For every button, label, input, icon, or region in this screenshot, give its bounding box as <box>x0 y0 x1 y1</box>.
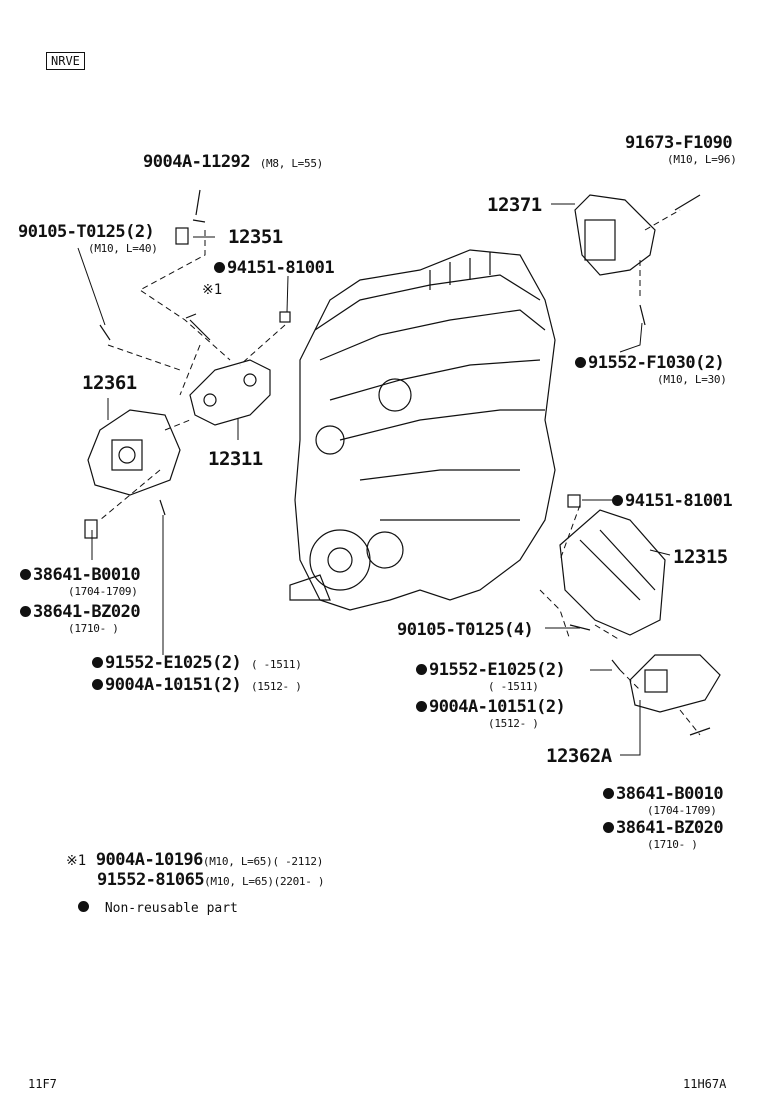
part-label-94151-81001-b[interactable]: 94151-81001 <box>612 491 733 511</box>
part-number: 38641-BZ020 <box>616 818 724 838</box>
part-number: 38641-BZ020 <box>33 602 141 622</box>
footnote-part-number: 91552-81065 <box>97 870 205 890</box>
part-label-38641-b0010-a[interactable]: 38641-B0010 (1704-1709) <box>20 565 141 598</box>
non-reusable-dot-icon <box>92 657 103 668</box>
footnote-spec: (M10, L=65)(2201- ) <box>204 875 325 888</box>
part-label-12361[interactable]: 12361 <box>82 372 137 394</box>
part-spec: (1512- ) <box>250 680 302 693</box>
part-label-9004a-10151-2-b[interactable]: 9004A-10151(2) (1512- ) <box>416 697 566 730</box>
non-reusable-dot-icon <box>78 901 89 912</box>
non-reusable-dot-icon <box>20 569 31 580</box>
part-spec: (M8, L=55) <box>259 157 324 170</box>
bracket-12315 <box>559 509 666 636</box>
part-label-90105-t0125-4[interactable]: 90105-T0125(4) <box>397 620 534 640</box>
part-number: 94151-81001 <box>625 491 733 511</box>
part-spec: (1710- ) <box>68 622 119 635</box>
part-number: 38641-B0010 <box>616 784 724 804</box>
non-reusable-dot-icon <box>92 679 103 690</box>
part-number: 91552-E1025(2) <box>105 653 242 673</box>
mount-12371 <box>574 194 656 276</box>
part-number: 9004A-10151(2) <box>105 675 242 695</box>
part-label-12362a[interactable]: 12362A <box>546 745 612 767</box>
non-reusable-dot-icon <box>416 701 427 712</box>
mount-12362a <box>629 654 721 713</box>
part-label-12371[interactable]: 12371 <box>487 194 542 216</box>
footnote-mark-ref: ※1 <box>202 282 223 298</box>
part-label-90105-t0125-2[interactable]: 90105-T0125(2) (M10, L=40) <box>18 222 158 255</box>
non-reusable-dot-icon <box>416 664 427 675</box>
part-spec: (1512- ) <box>488 717 539 730</box>
footer-left-code: 11F7 <box>28 1077 57 1091</box>
footnote-mark: ※1 <box>66 853 87 869</box>
model-code-box: NRVE <box>46 52 85 70</box>
non-reusable-dot-icon <box>575 357 586 368</box>
part-label-9004a-10151-2-a[interactable]: 9004A-10151(2) (1512- ) <box>92 675 302 695</box>
part-spec: (M10, L=30) <box>657 373 727 386</box>
part-spec: (1710- ) <box>647 838 698 851</box>
footnote-part-number: 9004A-10196 <box>95 850 204 870</box>
part-number: 91673-F1090 <box>625 133 733 153</box>
part-label-91673-f1090[interactable]: 91673-F1090 (M10, L=96) <box>625 133 737 166</box>
legend-text: Non-reusable part <box>104 901 238 916</box>
part-spec: ( -1511) <box>488 680 539 693</box>
part-label-91552-e1025-2-b[interactable]: 91552-E1025(2) ( -1511) <box>416 660 566 693</box>
part-label-9004a-11292[interactable]: 9004A-11292 (M8, L=55) <box>143 152 323 172</box>
part-number: 91552-F1030(2) <box>588 353 725 373</box>
part-number: 91552-E1025(2) <box>429 660 566 680</box>
part-label-38641-bz020-a[interactable]: 38641-BZ020 (1710- ) <box>20 602 141 635</box>
part-spec: (M10, L=40) <box>88 242 158 255</box>
part-label-94151-81001-a[interactable]: 94151-81001 <box>214 258 335 278</box>
part-spec: (M10, L=96) <box>667 153 737 166</box>
footer-right-code: 11H67A <box>683 1077 727 1091</box>
non-reusable-dot-icon <box>20 606 31 617</box>
part-label-38641-bz020-b[interactable]: 38641-BZ020 (1710- ) <box>603 818 724 851</box>
footnote-spec: (M10, L=65)( -2112) <box>202 855 324 868</box>
engine-block <box>294 249 556 611</box>
part-number: 38641-B0010 <box>33 565 141 585</box>
bracket-12311 <box>189 359 271 426</box>
part-label-12315[interactable]: 12315 <box>673 546 728 568</box>
part-number: 9004A-10151(2) <box>429 697 566 717</box>
part-number: 90105-T0125(2) <box>18 222 155 242</box>
legend: Non-reusable part <box>78 901 238 916</box>
non-reusable-dot-icon <box>214 262 225 273</box>
part-spec: (1704-1709) <box>647 804 717 817</box>
non-reusable-dot-icon <box>612 495 623 506</box>
part-spec: ( -1511) <box>250 658 302 671</box>
model-code: NRVE <box>51 54 80 68</box>
part-label-38641-b0010-b[interactable]: 38641-B0010 (1704-1709) <box>603 784 724 817</box>
mount-12361 <box>87 409 181 496</box>
non-reusable-dot-icon <box>603 822 614 833</box>
footnote: ※1 9004A-10196(M10, L=65)( -2112) 91552-… <box>66 850 325 890</box>
non-reusable-dot-icon <box>603 788 614 799</box>
part-number: 9004A-11292 <box>143 152 251 172</box>
part-number: 94151-81001 <box>227 258 335 278</box>
part-spec: (1704-1709) <box>68 585 138 598</box>
part-label-91552-e1025-2-a[interactable]: 91552-E1025(2) ( -1511) <box>92 653 302 673</box>
part-label-12351[interactable]: 12351 <box>228 226 283 248</box>
part-label-12311[interactable]: 12311 <box>208 448 263 470</box>
part-label-91552-f1030-2[interactable]: 91552-F1030(2) (M10, L=30) <box>575 353 727 386</box>
